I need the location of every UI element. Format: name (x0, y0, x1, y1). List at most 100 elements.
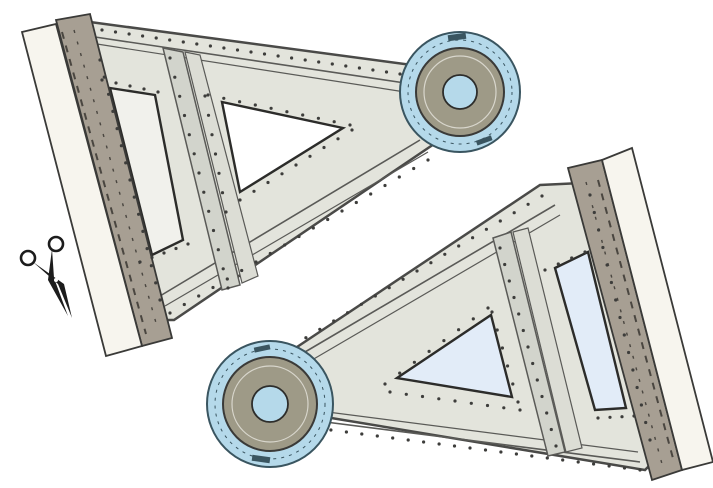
arm-line (309, 419, 641, 463)
rivet (240, 268, 244, 273)
rivet (357, 66, 361, 70)
rivet (154, 36, 158, 40)
rivet (115, 127, 119, 131)
rivet (195, 42, 199, 46)
rivet (128, 178, 132, 182)
rivet (618, 315, 622, 320)
rivet (346, 311, 350, 315)
rivet (387, 286, 391, 290)
window (553, 250, 628, 412)
rivet (211, 228, 216, 233)
rivet (127, 32, 131, 36)
rivet (495, 328, 499, 332)
rivet (168, 56, 172, 60)
rivet (521, 328, 525, 333)
rivet (429, 261, 433, 265)
rivet (332, 120, 336, 124)
rivet (359, 302, 363, 306)
rivet (490, 310, 494, 314)
rivet (138, 260, 142, 264)
rivet (632, 414, 636, 418)
rivet (601, 245, 605, 250)
rivet (114, 81, 118, 85)
scissors-icon (19, 235, 72, 318)
rivet (486, 306, 490, 310)
rivet (622, 466, 627, 470)
rivet (290, 56, 294, 60)
rivet (427, 349, 431, 353)
rivet (344, 64, 348, 68)
rivet (457, 328, 461, 332)
rivet (326, 217, 330, 222)
rivet (415, 269, 419, 273)
rivet (174, 246, 178, 251)
rivet (224, 210, 228, 214)
rivet (483, 448, 488, 452)
rivet (187, 133, 191, 137)
rivet (156, 90, 160, 94)
rivet (373, 294, 377, 298)
rivet (168, 38, 172, 42)
rivet (512, 295, 516, 300)
rivet (498, 246, 502, 250)
rivet (468, 446, 472, 450)
rivet (207, 209, 211, 213)
rivet (404, 392, 408, 396)
rivet (627, 350, 631, 355)
rivet (285, 110, 289, 114)
rivet (100, 28, 104, 32)
cutout-piece-upper (20, 12, 521, 358)
rivet (485, 403, 490, 408)
rivet (406, 438, 410, 442)
rivet (452, 444, 457, 448)
rivet (526, 345, 530, 349)
rivet (648, 438, 652, 442)
rivet (644, 420, 648, 425)
rivet (503, 262, 507, 267)
rivet (471, 317, 475, 321)
arm-line (164, 151, 429, 307)
rivet (280, 172, 284, 176)
rivet (102, 75, 106, 79)
rivet (225, 277, 229, 281)
rivet (588, 193, 592, 197)
rivet (517, 312, 521, 316)
rivet (100, 78, 104, 82)
rivet (254, 260, 258, 264)
rivet (181, 40, 185, 44)
rivet (107, 92, 111, 96)
rivet (384, 70, 389, 74)
rivet (499, 450, 503, 454)
window (393, 313, 514, 399)
rivet (426, 158, 430, 162)
rivet (308, 154, 312, 158)
rivet (512, 211, 516, 215)
rivet (631, 368, 635, 372)
rivet (213, 152, 218, 156)
rivet (304, 336, 308, 340)
rivet (142, 87, 146, 91)
flange-dashes (597, 179, 675, 463)
rivet (622, 333, 626, 337)
rivet (375, 434, 379, 438)
rivet-group (290, 193, 652, 472)
rivet (371, 68, 375, 72)
rivet (211, 285, 215, 290)
rivet (162, 251, 166, 255)
rivet (336, 137, 340, 141)
rivet (145, 247, 149, 251)
rivet (222, 96, 226, 100)
rivet (149, 264, 153, 268)
window (220, 100, 347, 194)
strip (184, 51, 259, 284)
rivet (192, 152, 196, 156)
rivet (549, 427, 553, 432)
rivet (576, 460, 580, 464)
rivet (249, 50, 253, 54)
rivet (614, 298, 618, 302)
rivet (217, 171, 221, 175)
rivet (592, 462, 596, 466)
rivet (141, 34, 145, 38)
rivet (216, 248, 220, 252)
